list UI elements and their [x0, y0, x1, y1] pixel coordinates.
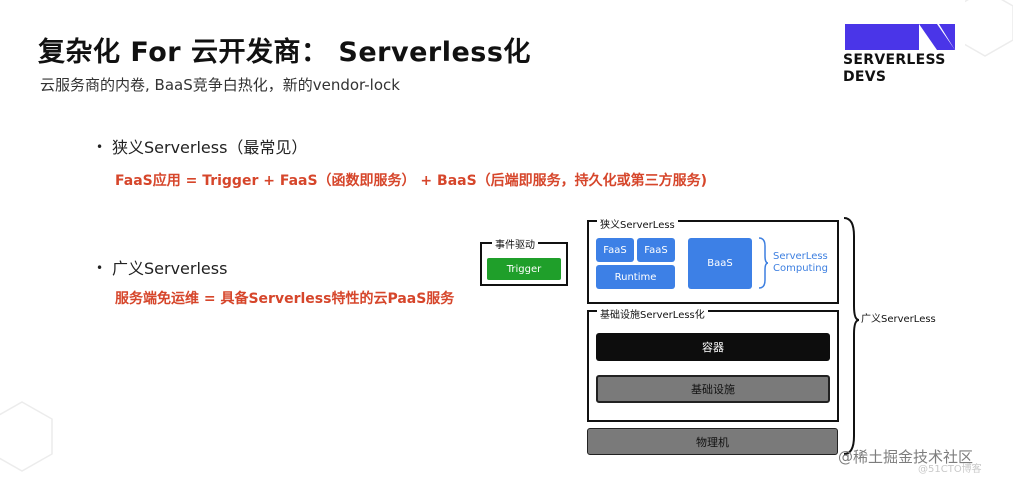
bullet-narrow-serverless: • 狭义Serverless（最常见） [96, 134, 307, 158]
computing-brace-icon [758, 237, 769, 289]
hexagon-decoration-top-right [965, 0, 1013, 57]
event-driven-label: 事件驱动 [492, 240, 538, 252]
bullet-label: 广义Serverless [112, 259, 228, 278]
runtime-tile: Runtime [596, 265, 675, 289]
computing-line-2: Computing [773, 263, 828, 274]
event-driven-box: 事件驱动 Trigger [480, 240, 568, 286]
serverless-devs-logo-text: SERVERLESS DEVS [843, 52, 973, 86]
infrastructure-bar: 基础设施 [596, 375, 830, 403]
watermark-juejin: @稀土掘金技术社区 [838, 448, 974, 466]
narrow-serverless-label: 狭义ServerLess [597, 220, 678, 232]
baas-tile: BaaS [688, 238, 752, 289]
logo-line-1: SERVERLESS [843, 52, 946, 68]
faas-formula: FaaS应用 = Trigger + FaaS（函数即服务） + BaaS（后端… [115, 173, 708, 189]
watermark-51cto: @51CTO博客 [918, 464, 982, 475]
container-bar: 容器 [596, 333, 830, 361]
broad-serverless-label: 广义ServerLess [861, 314, 936, 325]
serverless-devs-logo-mark [845, 24, 955, 50]
trigger-block: Trigger [487, 258, 561, 280]
infra-serverless-label: 基础设施ServerLess化 [597, 310, 708, 322]
paas-formula: 服务端免运维 = 具备Serverless特性的云PaaS服务 [115, 291, 455, 307]
bullet-broad-serverless: • 广义Serverless [96, 255, 227, 279]
logo-line-2: DEVS [843, 69, 887, 85]
physical-machine-bar: 物理机 [587, 428, 838, 455]
serverless-computing-label: ServerLess Computing [773, 251, 828, 275]
bullet-label: 狭义Serverless（最常见） [112, 138, 308, 157]
faas-tile-1: FaaS [596, 238, 634, 262]
bullet-dot: • [96, 140, 104, 154]
computing-line-1: ServerLess [773, 251, 828, 262]
bullet-dot: • [96, 261, 104, 275]
slide-subtitle: 云服务商的内卷, BaaS竞争白热化，新的vendor-lock [40, 76, 400, 94]
infra-serverless-frame: 基础设施ServerLess化 [587, 310, 839, 422]
faas-tile-2: FaaS [637, 238, 675, 262]
hexagon-decoration-bottom-left [0, 401, 53, 472]
slide-title: 复杂化 For 云开发商： Serverless化 [38, 37, 531, 68]
broad-serverless-brace-icon [843, 217, 860, 455]
